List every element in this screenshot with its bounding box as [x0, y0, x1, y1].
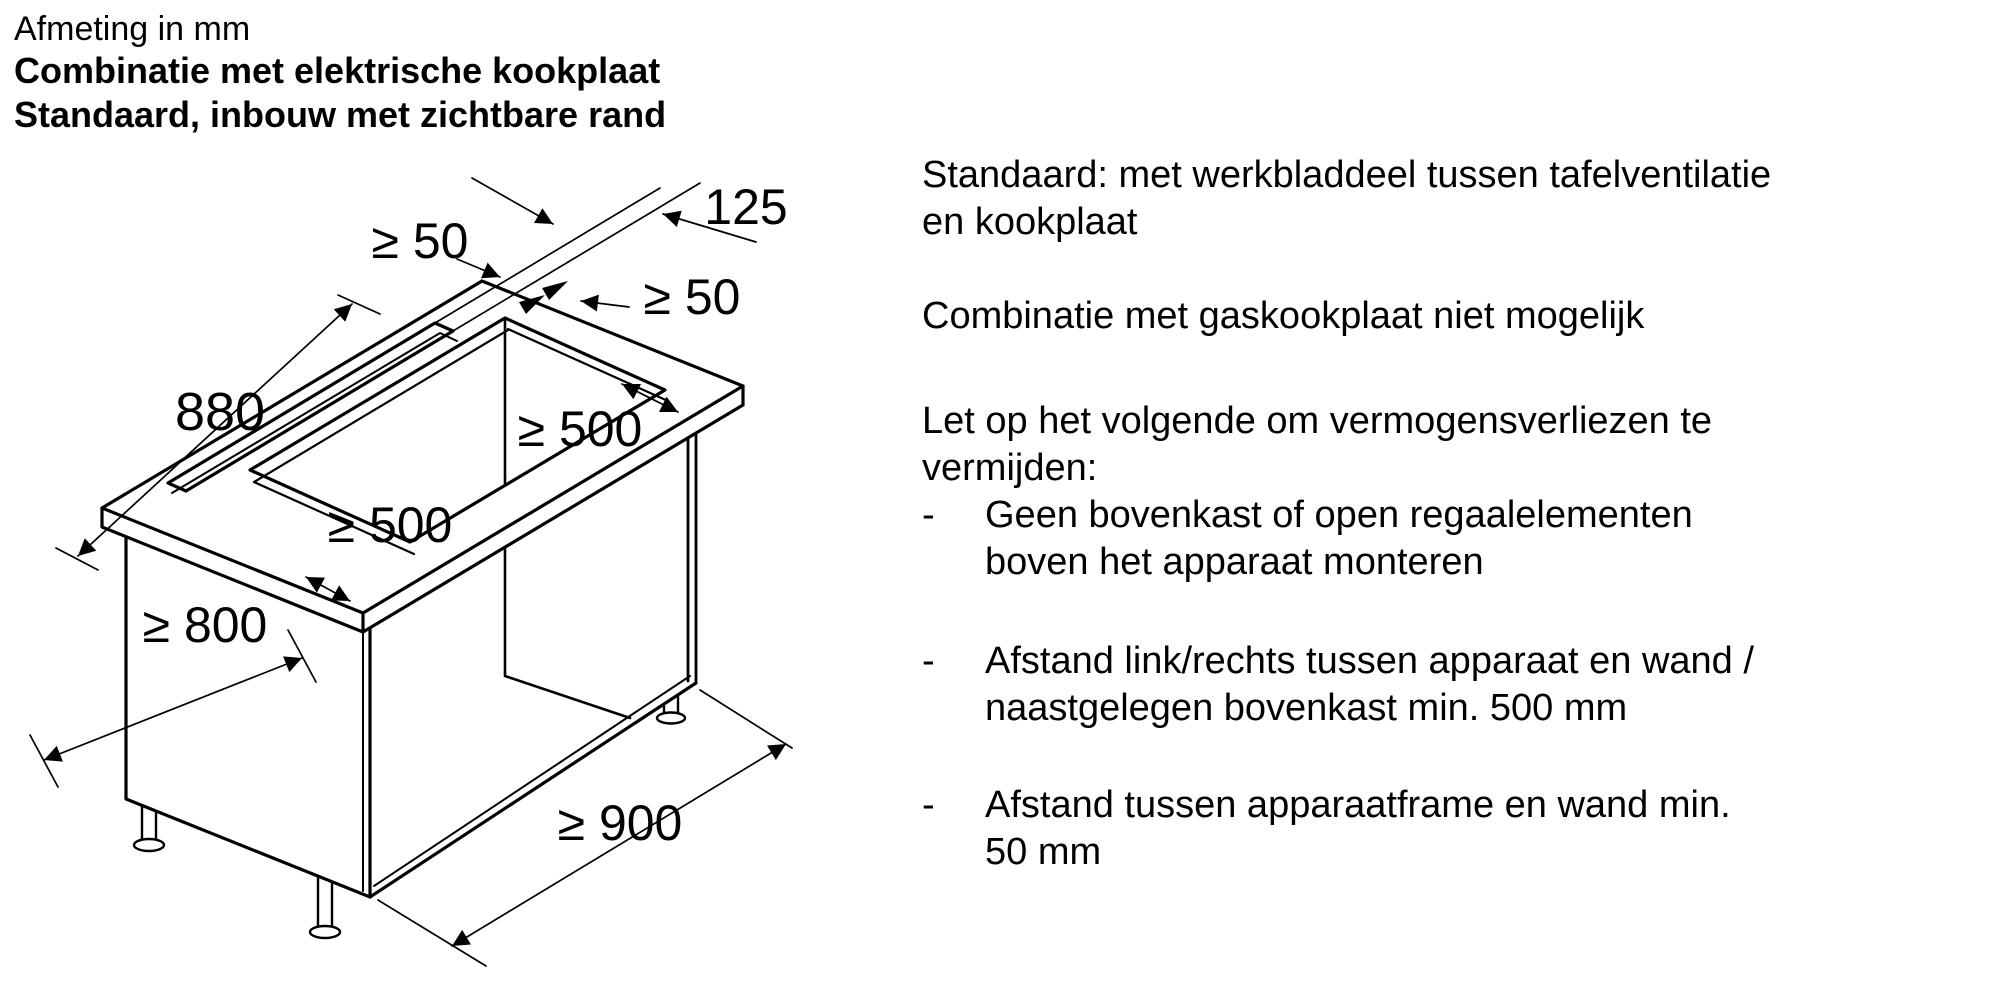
dim-880-label: 880: [175, 382, 265, 442]
dim-500-upper-label: ≥ 500: [518, 401, 643, 457]
gap-arrowhead-2: [542, 281, 568, 300]
dim-500-upper: ≥ 500: [518, 383, 679, 457]
dim-50-top-label: ≥ 50: [372, 213, 469, 269]
dim-125: 125: [662, 179, 788, 243]
bullet2-line1: Afstand link/rechts tussen apparaat en w…: [985, 640, 1754, 682]
dimension-annotations: 880 ≥ 50 125 ≥ 50: [29, 177, 793, 967]
cabinet-floor-edge: [373, 675, 691, 887]
bullet1-dash: -: [922, 494, 935, 536]
dim-50-right: ≥ 50: [580, 269, 741, 325]
installation-diagram: 880 ≥ 50 125 ≥ 50: [29, 177, 793, 967]
worktop: [100, 279, 745, 634]
note-standard-line1: Standaard: met werkbladdeel tussen tafel…: [922, 154, 1772, 196]
bullet3-line2: 50 mm: [985, 831, 1102, 873]
page-title: Combinatie met elektrische kookplaat: [14, 50, 661, 91]
cabinet-foot-right: [655, 693, 687, 725]
dim-800-label: ≥ 800: [143, 597, 268, 653]
note-standard-line2: en kookplaat: [922, 201, 1138, 243]
cabinet-bottom-edge: [368, 681, 698, 899]
dim-125-label: 125: [704, 179, 787, 235]
dim-880: 880: [55, 294, 381, 571]
worktop-surface: [102, 281, 743, 632]
slot-extension-lines: [434, 182, 701, 332]
note-gas-hob: Combinatie met gaskookplaat niet mogelij…: [922, 295, 1645, 337]
dim-50-right-label: ≥ 50: [644, 269, 741, 325]
cabinet-right-post: [686, 418, 698, 685]
bullet1-line1: Geen bovenkast of open regaalelementen: [985, 494, 1693, 536]
dim-800: ≥ 800: [29, 597, 317, 788]
gap-arrowhead-1: [519, 295, 545, 314]
dim-500-lower: ≥ 500: [305, 497, 453, 602]
cabinet-foot-front: [308, 876, 342, 940]
dim-50-top: ≥ 50: [372, 177, 568, 314]
dim-900: ≥ 900: [377, 689, 793, 967]
dim-900-label: ≥ 900: [558, 795, 683, 851]
note-power-loss-line1: Let op het volgende om vermogensverlieze…: [922, 400, 1713, 442]
bullet3-dash: -: [922, 784, 935, 826]
note-power-loss-line2: vermijden:: [922, 447, 1098, 489]
cabinet-foot-left: [132, 804, 166, 853]
bullet3-line1: Afstand tussen apparaatframe en wand min…: [985, 784, 1731, 826]
dim-500-lower-label: ≥ 500: [328, 497, 453, 553]
units-note: Afmeting in mm: [14, 10, 251, 48]
bullet1-line2: boven het apparaat monteren: [985, 541, 1484, 583]
bullet2-dash: -: [922, 640, 935, 682]
page-subtitle: Standaard, inbouw met zichtbare rand: [14, 94, 667, 135]
bullet2-line2: naastgelegen bovenkast min. 500 mm: [985, 687, 1628, 729]
